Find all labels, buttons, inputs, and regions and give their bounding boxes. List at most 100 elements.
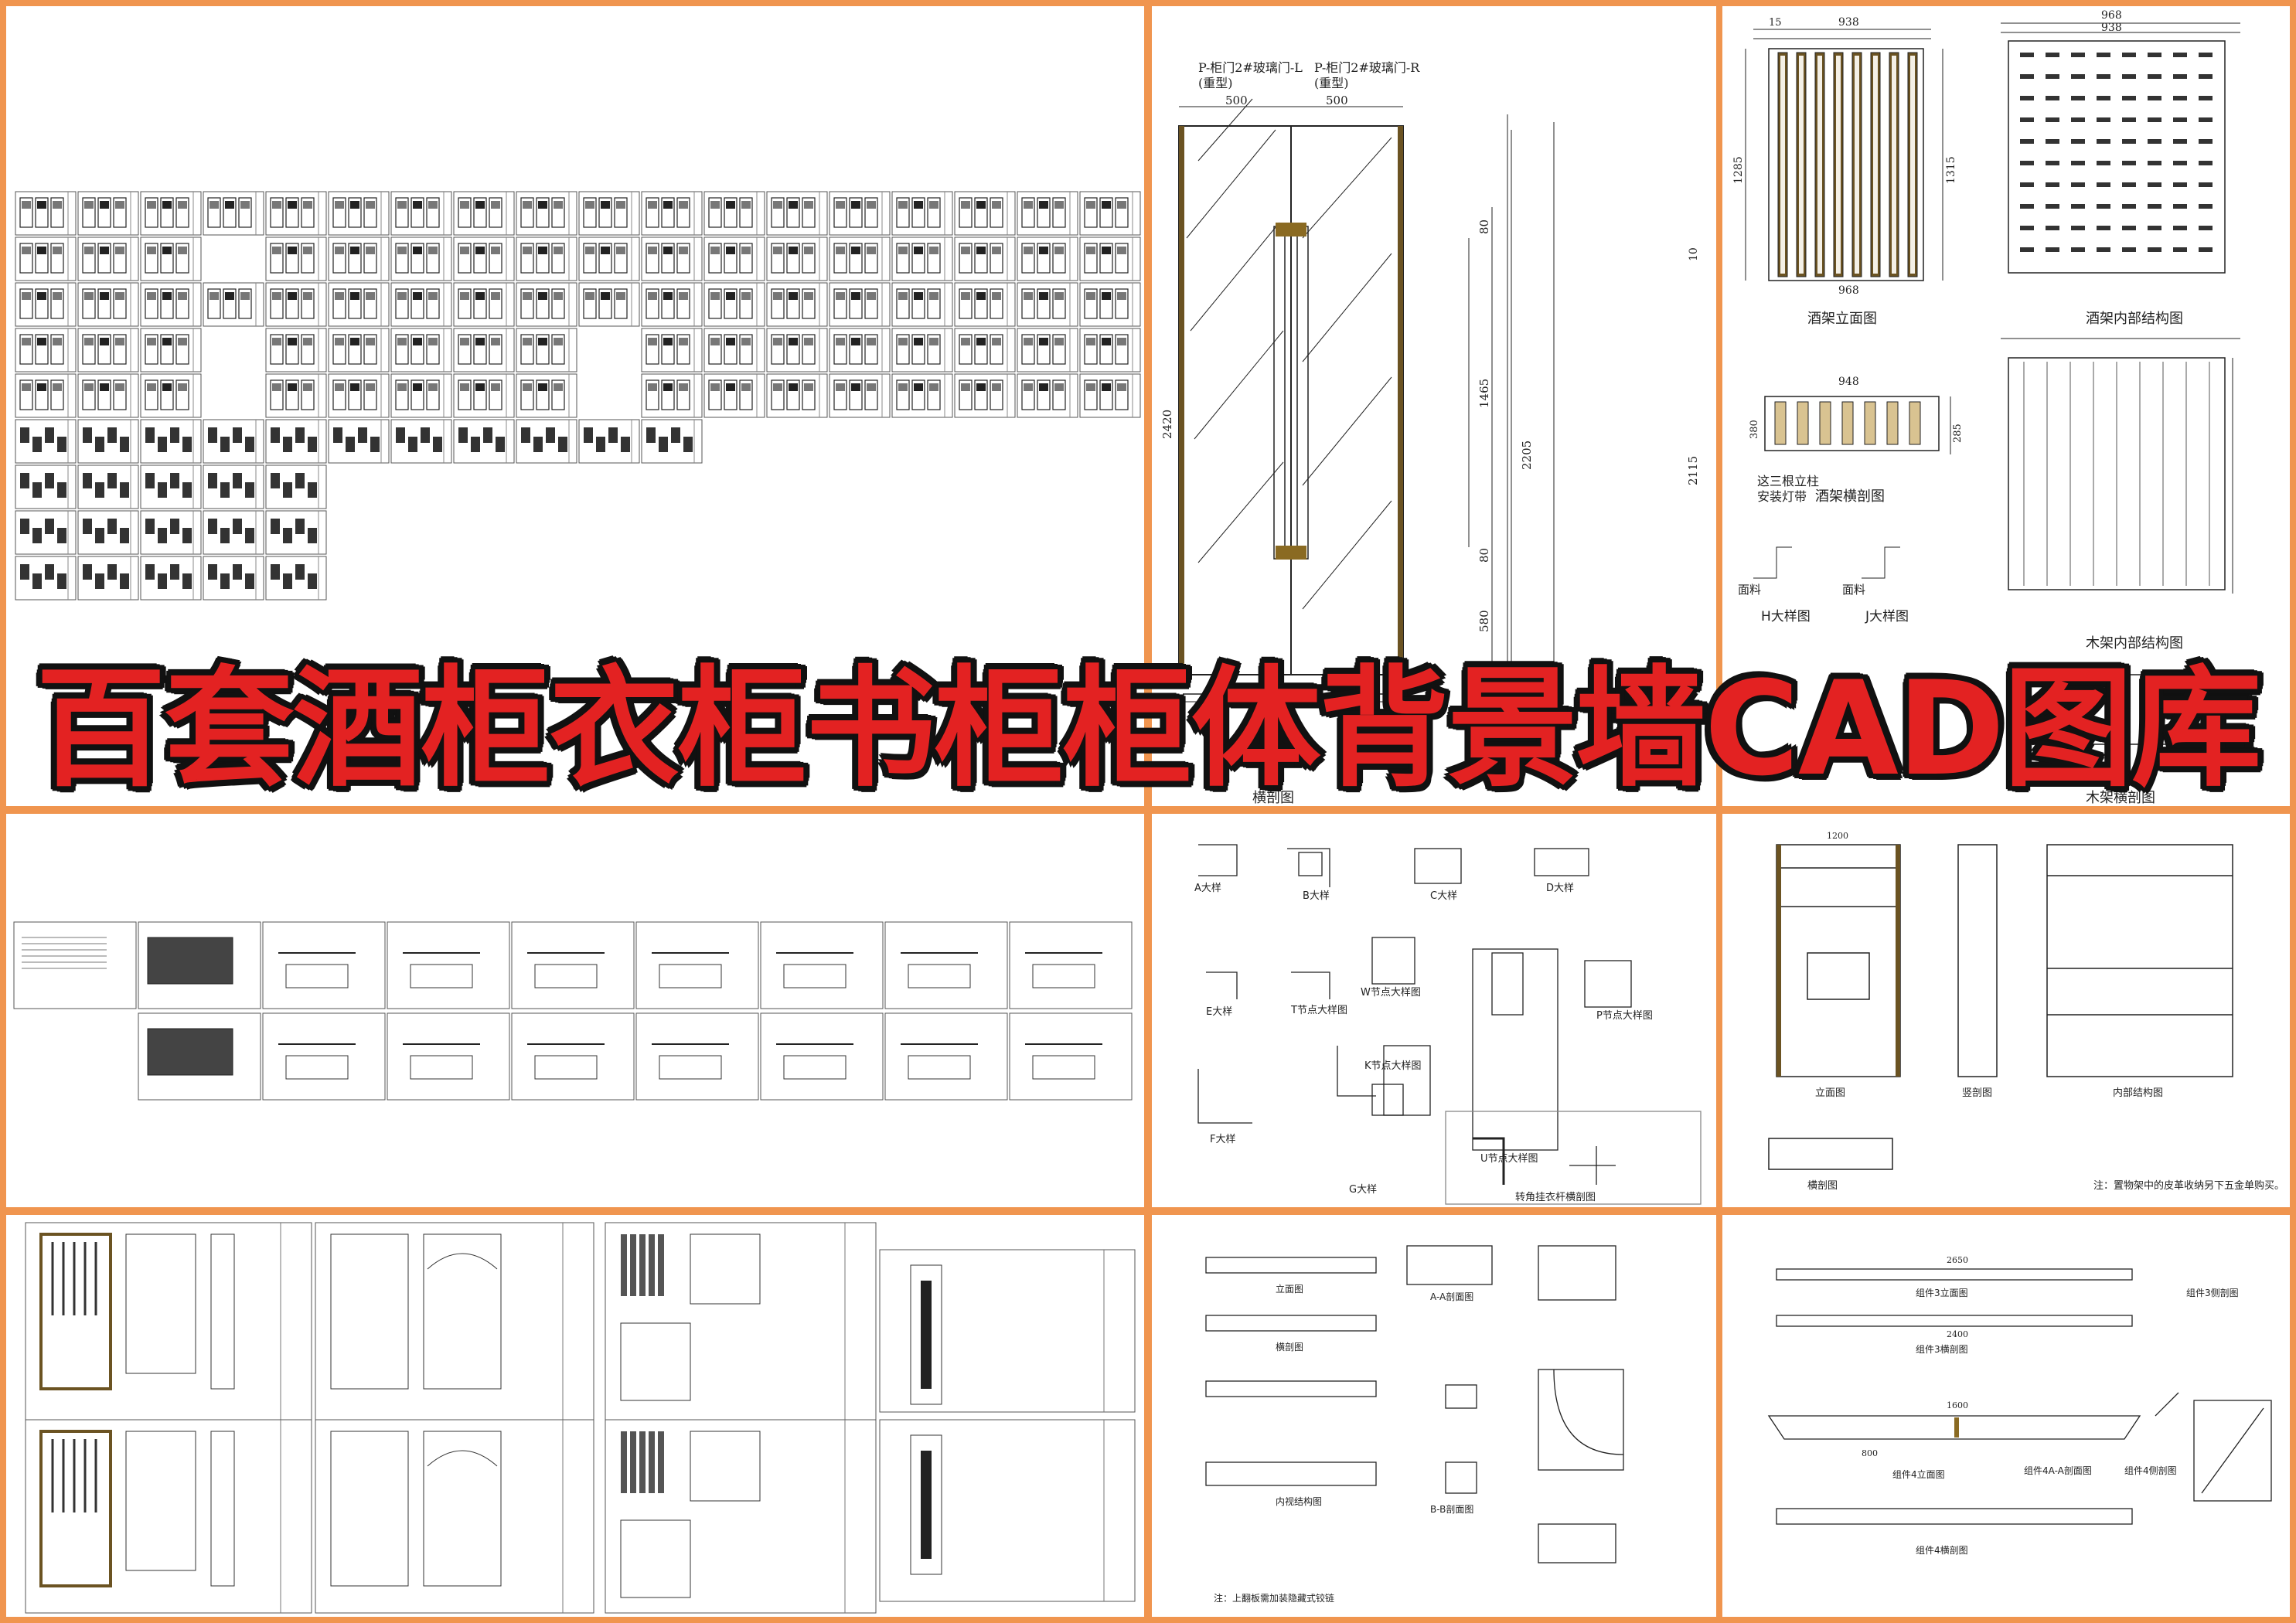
facade-sheet[interactable] bbox=[1009, 921, 1133, 1009]
sheet-thumbnail[interactable] bbox=[453, 191, 515, 236]
sheet-thumbnail[interactable] bbox=[829, 282, 891, 327]
facade-sheet[interactable] bbox=[511, 921, 635, 1009]
cabinet-sheet[interactable] bbox=[605, 1419, 877, 1614]
facade-sheet[interactable] bbox=[262, 921, 386, 1009]
sheet-thumbnail[interactable] bbox=[829, 328, 891, 373]
facade-sheet[interactable] bbox=[635, 921, 759, 1009]
facade-sheet[interactable] bbox=[760, 921, 884, 1009]
panel-glass-door[interactable]: P-柜门2#玻璃门-L (重型) P-柜门2#玻璃门-R (重型) 500 50… bbox=[1152, 6, 1716, 806]
sheet-thumbnail[interactable] bbox=[77, 282, 139, 327]
sheet-thumbnail[interactable] bbox=[1017, 373, 1078, 418]
sheet-thumbnail[interactable] bbox=[15, 236, 77, 281]
sheet-thumbnail[interactable] bbox=[766, 328, 828, 373]
sheet-thumbnail[interactable] bbox=[15, 464, 77, 509]
sheet-thumbnail[interactable] bbox=[703, 236, 765, 281]
sheet-thumbnail[interactable] bbox=[140, 419, 202, 464]
sheet-thumbnail[interactable] bbox=[829, 191, 891, 236]
sheet-thumbnail[interactable] bbox=[328, 236, 390, 281]
cabinet-sheet[interactable] bbox=[25, 1222, 312, 1421]
sheet-thumbnail[interactable] bbox=[641, 419, 703, 464]
facade-sheet[interactable] bbox=[13, 921, 137, 1009]
sheet-thumbnail[interactable] bbox=[766, 373, 828, 418]
panel-wardrobe[interactable]: 1200 立面图 竖剖图 内部结构图 横剖图 注：置物架中的皮革收纳另下五金单购… bbox=[1722, 814, 2290, 1207]
sheet-thumbnail[interactable] bbox=[140, 191, 202, 236]
sheet-thumbnail[interactable] bbox=[516, 328, 577, 373]
sheet-thumbnail[interactable] bbox=[77, 236, 139, 281]
sheet-thumbnail[interactable] bbox=[15, 328, 77, 373]
sheet-thumbnail[interactable] bbox=[954, 328, 1016, 373]
sheet-thumbnail[interactable] bbox=[77, 510, 139, 555]
sheet-thumbnail[interactable] bbox=[641, 191, 703, 236]
sheet-thumbnail[interactable] bbox=[140, 373, 202, 418]
sheet-thumbnail[interactable] bbox=[1017, 236, 1078, 281]
facade-sheet[interactable] bbox=[884, 1012, 1008, 1101]
sheet-thumbnail[interactable] bbox=[641, 282, 703, 327]
sheet-thumbnail[interactable] bbox=[954, 191, 1016, 236]
sheet-thumbnail[interactable] bbox=[1079, 373, 1141, 418]
sheet-thumbnail[interactable] bbox=[328, 191, 390, 236]
sheet-thumbnail[interactable] bbox=[703, 282, 765, 327]
sheet-thumbnail[interactable] bbox=[77, 191, 139, 236]
sheet-thumbnail[interactable] bbox=[15, 373, 77, 418]
sheet-thumbnail[interactable] bbox=[516, 191, 577, 236]
sheet-thumbnail[interactable] bbox=[265, 556, 327, 601]
sheet-thumbnail[interactable] bbox=[641, 236, 703, 281]
sheet-thumbnail[interactable] bbox=[891, 328, 953, 373]
cabinet-sheet[interactable] bbox=[879, 1419, 1136, 1602]
sheet-thumbnail[interactable] bbox=[516, 419, 577, 464]
facade-sheet[interactable] bbox=[635, 1012, 759, 1101]
sheet-thumbnail[interactable] bbox=[140, 282, 202, 327]
panel-cabinet-sets[interactable] bbox=[6, 1215, 1144, 1617]
facade-sheet[interactable] bbox=[511, 1012, 635, 1101]
sheet-thumbnail[interactable] bbox=[766, 282, 828, 327]
sheet-thumbnail[interactable] bbox=[328, 373, 390, 418]
sheet-thumbnail[interactable] bbox=[578, 236, 640, 281]
sheet-thumbnail[interactable] bbox=[265, 236, 327, 281]
sheet-thumbnail[interactable] bbox=[203, 510, 264, 555]
cabinet-sheet[interactable] bbox=[315, 1222, 594, 1421]
cabinet-sheet[interactable] bbox=[879, 1249, 1136, 1413]
sheet-thumbnail[interactable] bbox=[265, 510, 327, 555]
sheet-thumbnail[interactable] bbox=[1079, 236, 1141, 281]
sheet-thumbnail[interactable] bbox=[891, 191, 953, 236]
sheet-thumbnail[interactable] bbox=[578, 191, 640, 236]
facade-sheet[interactable] bbox=[262, 1012, 386, 1101]
sheet-thumbnail[interactable] bbox=[15, 191, 77, 236]
sheet-thumbnail[interactable] bbox=[140, 328, 202, 373]
sheet-thumbnail[interactable] bbox=[265, 282, 327, 327]
sheet-thumbnail[interactable] bbox=[203, 464, 264, 509]
sheet-thumbnail[interactable] bbox=[829, 236, 891, 281]
sheet-thumbnail[interactable] bbox=[1017, 282, 1078, 327]
facade-sheet[interactable] bbox=[138, 1012, 261, 1101]
sheet-thumbnail[interactable] bbox=[265, 191, 327, 236]
sheet-thumbnail[interactable] bbox=[954, 236, 1016, 281]
sheet-thumbnail[interactable] bbox=[703, 373, 765, 418]
sheet-thumbnail[interactable] bbox=[1017, 191, 1078, 236]
sheet-thumbnail[interactable] bbox=[453, 419, 515, 464]
sheet-thumbnail[interactable] bbox=[77, 556, 139, 601]
sheet-thumbnail[interactable] bbox=[140, 464, 202, 509]
sheet-thumbnail[interactable] bbox=[77, 419, 139, 464]
sheet-thumbnail[interactable] bbox=[703, 328, 765, 373]
facade-sheet[interactable] bbox=[884, 921, 1008, 1009]
sheet-thumbnail[interactable] bbox=[328, 419, 390, 464]
panel-facade-sheets[interactable] bbox=[6, 814, 1144, 1207]
sheet-thumbnail[interactable] bbox=[77, 464, 139, 509]
cabinet-sheet[interactable] bbox=[605, 1222, 877, 1421]
sheet-thumbnail[interactable] bbox=[140, 236, 202, 281]
facade-sheet[interactable] bbox=[1009, 1012, 1133, 1101]
sheet-thumbnail[interactable] bbox=[1017, 328, 1078, 373]
sheet-thumbnail[interactable] bbox=[265, 464, 327, 509]
sheet-thumbnail[interactable] bbox=[140, 556, 202, 601]
sheet-thumbnail[interactable] bbox=[390, 191, 452, 236]
sheet-thumbnail[interactable] bbox=[578, 419, 640, 464]
sheet-thumbnail[interactable] bbox=[15, 419, 77, 464]
sheet-thumbnail[interactable] bbox=[891, 236, 953, 281]
sheet-thumbnail[interactable] bbox=[891, 282, 953, 327]
panel-sheet-grid[interactable] bbox=[6, 6, 1144, 806]
sheet-thumbnail[interactable] bbox=[77, 373, 139, 418]
sheet-thumbnail[interactable] bbox=[15, 282, 77, 327]
sheet-thumbnail[interactable] bbox=[390, 328, 452, 373]
panel-detail-nodes[interactable]: A大样 B大样 C大样 D大样 E大样 T节点大样图 W节点大样图 P节点大样图… bbox=[1152, 814, 1716, 1207]
sheet-thumbnail[interactable] bbox=[265, 373, 327, 418]
